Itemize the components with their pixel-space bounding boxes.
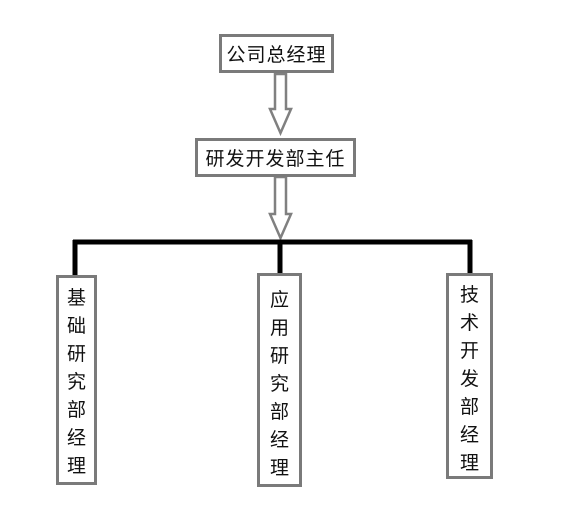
department-label: 基 础 研 究 部 经 理 bbox=[66, 287, 86, 477]
dept-box-applied-research: 应 用 研 究 部 经 理 bbox=[257, 273, 302, 487]
rd-director-label: 研发开发部主任 bbox=[205, 148, 346, 170]
dept-box-basic-research: 基 础 研 究 部 经 理 bbox=[56, 275, 97, 485]
general-manager-box: 公司总经理 bbox=[219, 34, 334, 73]
general-manager-label: 公司总经理 bbox=[226, 44, 327, 66]
department-label: 技 术 开 发 部 经 理 bbox=[459, 284, 479, 474]
department-label: 应 用 研 究 部 经 理 bbox=[269, 289, 289, 479]
rd-director-box: 研发开发部主任 bbox=[195, 138, 356, 177]
hollow-arrow-down-1 bbox=[268, 72, 293, 137]
dept-box-tech-development: 技 术 开 发 部 经 理 bbox=[446, 273, 493, 479]
hollow-arrow-down-2 bbox=[268, 175, 293, 242]
